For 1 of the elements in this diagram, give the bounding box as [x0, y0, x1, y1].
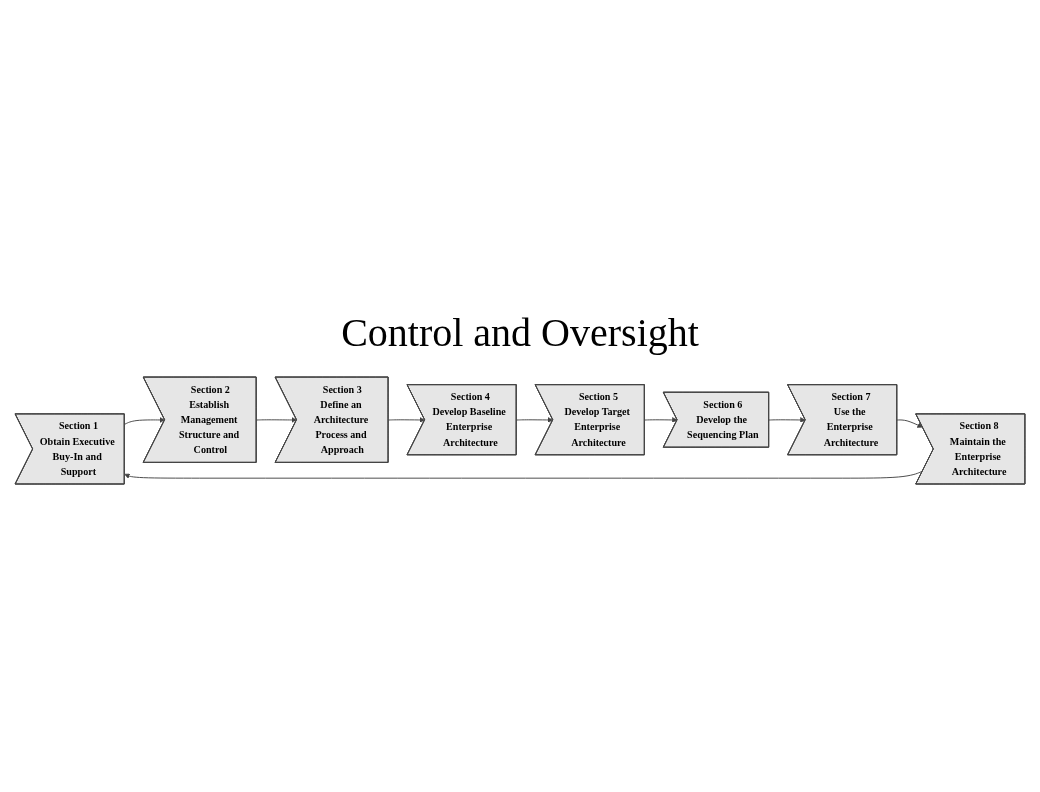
- center-label: Control and Oversight: [341, 308, 699, 356]
